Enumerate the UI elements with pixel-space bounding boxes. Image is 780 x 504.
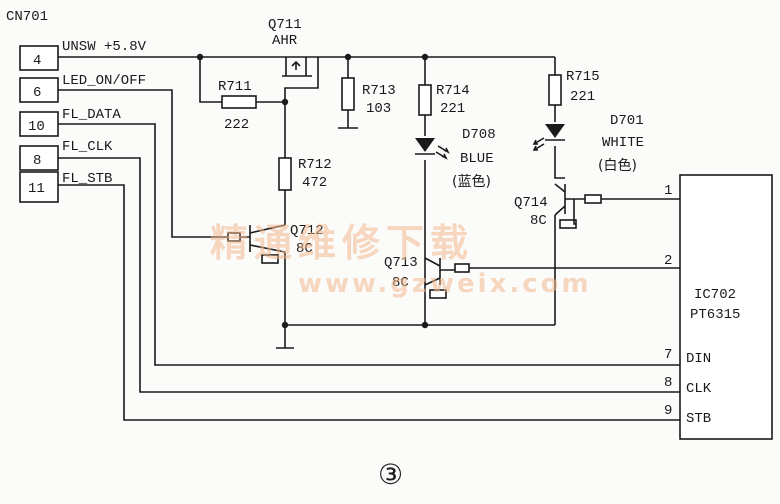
led-d701: D701 WHITE (白色)	[532, 113, 644, 174]
ic-ref: IC702	[694, 287, 736, 303]
r714-ref: R714	[436, 83, 470, 99]
transistor-q711: Q711 AHR	[268, 17, 312, 77]
transistor-q714: Q714 8C	[514, 183, 602, 229]
ic-pin-stb: STB	[686, 411, 711, 427]
q712-value: 8C	[296, 241, 313, 257]
wires	[58, 56, 680, 421]
d701-ref: D701	[610, 113, 644, 129]
d708-color: BLUE	[460, 151, 494, 167]
resistor-r714: R714 221	[418, 83, 470, 117]
ic-pin-clk: CLK	[686, 381, 712, 397]
watermark-cn: 精通维修下载	[210, 221, 474, 265]
resistor-r711: R711 222	[218, 79, 257, 133]
pin-4-number: 4	[33, 53, 41, 69]
ic-pin-din: DIN	[686, 351, 711, 367]
r715-value: 221	[570, 89, 595, 105]
d708-ref: D708	[462, 127, 496, 143]
r715-ref: R715	[566, 69, 600, 85]
q711-ref: Q711	[268, 17, 302, 33]
ic-pin-1-num: 1	[664, 183, 672, 199]
signal-unsw: UNSW +5.8V	[62, 39, 147, 55]
q714-ref: Q714	[514, 195, 548, 211]
r713-ref: R713	[362, 83, 396, 99]
q712-ref: Q712	[290, 223, 324, 239]
junctions	[196, 53, 429, 329]
pin-6-number: 6	[33, 85, 41, 101]
signal-fl-data: FL_DATA	[62, 107, 121, 123]
resistor-r715: R715 221	[548, 69, 600, 106]
transistor-q713: Q713 8C	[384, 255, 470, 299]
r711-ref: R711	[218, 79, 252, 95]
ic-pin-8-num: 8	[664, 375, 672, 391]
r711-value: 222	[224, 117, 249, 133]
d701-color-cn: (白色)	[598, 157, 637, 174]
pin-11-number: 11	[28, 181, 45, 197]
ic-part: PT6315	[690, 307, 740, 323]
r712-ref: R712	[298, 157, 332, 173]
resistor-r712: R712 472	[278, 157, 332, 191]
pin-10-number: 10	[28, 119, 45, 135]
q711-value: AHR	[272, 33, 298, 49]
q713-ref: Q713	[384, 255, 418, 271]
r713-value: 103	[366, 101, 391, 117]
d708-color-cn: (蓝色)	[452, 173, 491, 190]
ic-pin-2-num: 2	[664, 253, 672, 269]
led-d708: D708 BLUE (蓝色)	[415, 127, 496, 190]
resistor-r713: R713 103	[338, 77, 396, 129]
r712-value: 472	[302, 175, 327, 191]
ic-pin-9-num: 9	[664, 403, 672, 419]
signal-fl-stb: FL_STB	[62, 171, 112, 187]
r714-value: 221	[440, 101, 465, 117]
q713-value: 8C	[392, 275, 409, 291]
connector-label: CN701	[6, 9, 48, 25]
signal-led-on-off: LED_ON/OFF	[62, 73, 146, 89]
q714-value: 8C	[530, 213, 547, 229]
pin-8-number: 8	[33, 153, 41, 169]
d701-color: WHITE	[602, 135, 644, 151]
ic-pin-7-num: 7	[664, 347, 672, 363]
transistor-q712: Q712 8C	[227, 223, 324, 264]
ic-ic702: IC702 PT6315 1 2 7 8 9 DIN CLK STB	[664, 174, 773, 440]
watermark-url: www.gzweix.com	[298, 269, 592, 299]
signal-fl-clk: FL_CLK	[62, 139, 113, 155]
connector-cn701: CN701 4 6 10 8 11 UNSW +5.8V LED_ON/OFF …	[6, 9, 147, 203]
figure-number: ③	[378, 458, 403, 491]
